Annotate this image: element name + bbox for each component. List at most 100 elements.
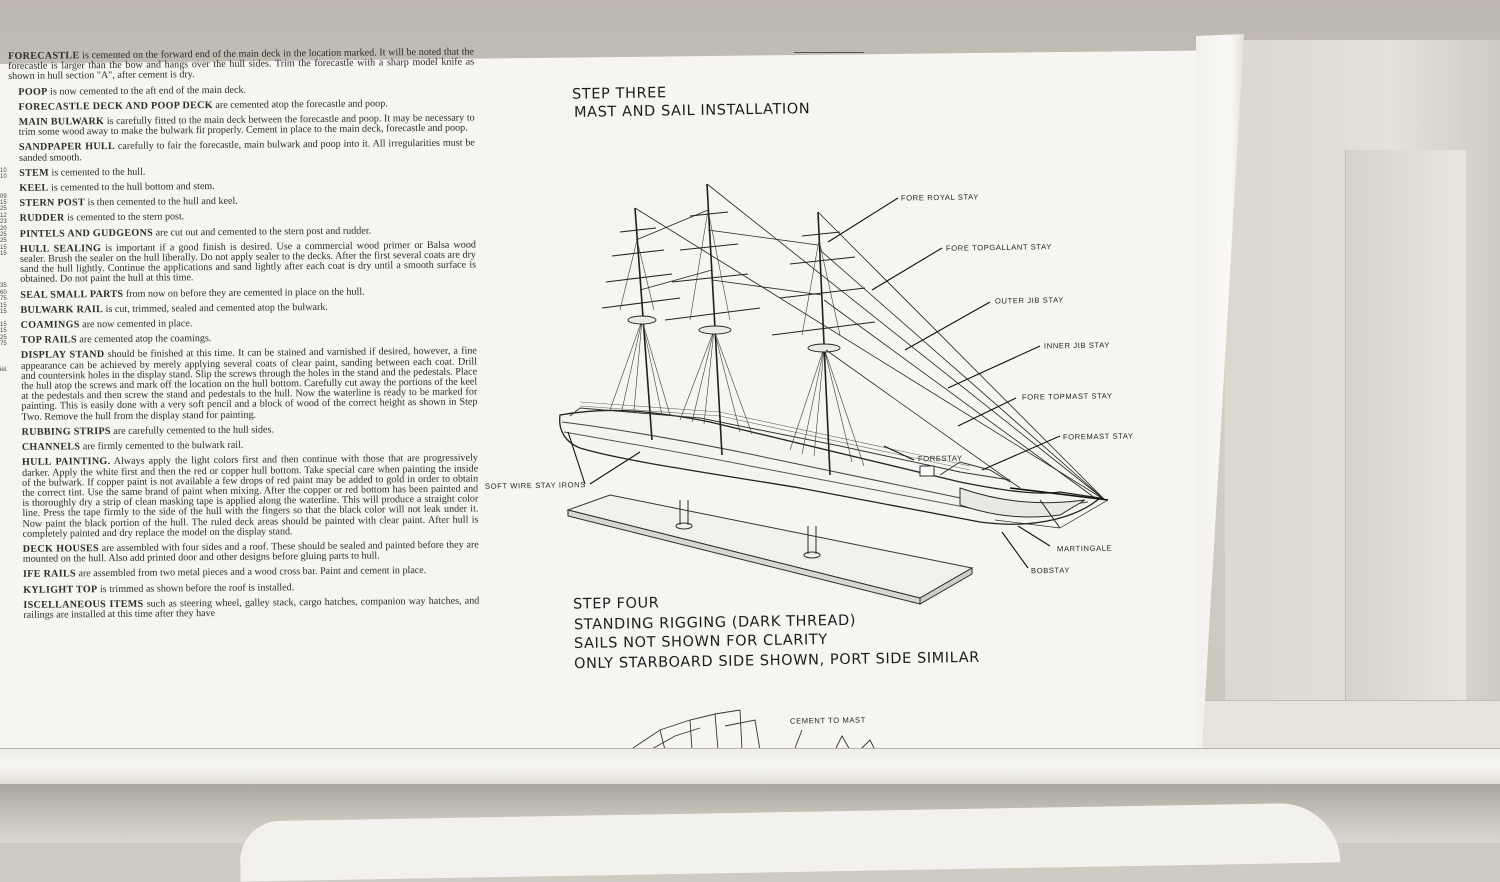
step-three-title: STEP THREE [571,85,667,103]
assembly-instructions-text: FORECASTLE is cemented on the forward en… [4,46,481,751]
instruction-text: are assembled from two metal pieces and … [75,565,427,580]
margin-number: 10 [0,168,7,174]
instruction-sheet [0,50,1198,750]
label-foremast-stay: FOREMAST STAY [1062,431,1134,442]
step-four-title: STEP FOUR [572,595,660,613]
instruction-text: is cut, trimmed, sealed and cemented ato… [103,301,328,315]
instruction-paragraph: HULL PAINTING. Always apply the light co… [8,452,479,540]
instruction-text: is cemented to the hull bottom and stem. [48,181,215,194]
instruction-term: FORECASTLE DECK AND POOP DECK [18,99,213,113]
instruction-text: is then cemented to the hull and keel. [84,195,238,209]
instruction-term: IFE RAILS [22,568,76,581]
margin-number: 15 [0,308,7,315]
label-inner-jib-stay: INNER JIB STAY [1043,340,1111,351]
instruction-text: is trimmed as shown before the roof is i… [97,581,295,595]
instruction-term: BULWARK RAIL [20,303,104,316]
sheet-top-mark [793,38,877,53]
instruction-text: are now cemented in place. [79,318,193,331]
instruction-paragraph: FORECASTLE DECK AND POOP DECK are cement… [4,98,474,113]
partial-rigging-diagram [629,709,876,751]
instruction-paragraph: BULWARK RAIL is cut, trimmed, sealed and… [6,301,476,316]
instruction-paragraph: STEM is cemented to the hull. [5,164,475,179]
instruction-paragraph: STERN POST is then cemented to the hull … [5,195,475,210]
instruction-paragraph: HULL SEALING is important if a good fini… [6,239,476,285]
instruction-paragraph: MAIN BULWARK is carefully fitted to the … [5,113,475,139]
instruction-paragraph: RUBBING STRIPS are carefully cemented to… [8,423,478,438]
instruction-term: POOP [18,86,48,98]
margin-number: 15 [0,328,7,335]
instruction-term: KEEL [19,182,49,194]
mast-tops [627,315,841,353]
instruction-term: RUBBING STRIPS [21,425,111,438]
yards [601,211,876,336]
margin-number: 35 [0,283,7,290]
label-bobstay: BOBSTAY [1030,565,1071,576]
box-corner [1200,700,1500,756]
margin-number: 15 [0,251,7,258]
label-cement-to-mast: CEMENT TO MAST [789,715,866,726]
instruction-text: is now cemented to the aft end of the ma… [47,84,247,98]
margin-number: 75 [0,296,7,303]
margin-number: 10 [0,174,7,181]
shrouds [609,209,865,467]
margin-number: 20 [0,225,7,232]
margin-number: 25 [0,232,7,239]
instruction-term: KYLIGHT TOP [23,583,98,596]
label-soft-wire-stay-irons: SOFT WIRE STAY IRONS [484,480,586,491]
instruction-text: is cemented to the stern post. [64,211,185,224]
instruction-term: SEAL SMALL PARTS [20,288,124,301]
instruction-paragraph: DECK HOUSES are assembled with four side… [9,539,479,565]
instruction-text: is cemented to the hull. [48,166,146,179]
label-outer-jib-stay: OUTER JIB STAY [994,295,1064,306]
label-martingale: MARTINGALE [1056,543,1113,554]
instruction-paragraph: TOP RAILS are cemented atop the coamings… [7,332,477,347]
instruction-term: RUDDER [19,212,65,225]
instruction-paragraph: KEEL is cemented to the hull bottom and … [5,180,475,195]
margin-number: 12 [0,212,7,219]
margin-number: 15 [0,302,7,309]
instruction-paragraph: FORECASTLE is cemented on the forward en… [4,46,474,82]
display-stand [566,494,974,605]
instruction-term: COAMINGS [20,319,80,331]
instruction-text: are cemented atop the forecastle and poo… [212,98,388,111]
margin-number: 25 [0,334,7,341]
instruction-text: are cut out and cemented to the stern po… [153,225,372,239]
instruction-paragraph: DISPLAY STAND should be finished at this… [7,346,478,423]
margin-number: 60 [0,289,7,296]
instruction-paragraph: IFE RAILS are assembled from two metal p… [9,565,479,581]
instruction-paragraph: SANDPAPER HULL carefully to fair the for… [5,138,475,164]
instruction-text: Always apply the light colors first and … [21,452,479,540]
instruction-text: are cemented atop the coamings. [76,333,212,346]
instruction-paragraph: ISCELLANEOUS ITEMS such as steering whee… [9,595,479,621]
label-leaders [567,197,1061,569]
margin-number: 25 [0,206,7,213]
label-fore-topgallant-stay: FORE TOPGALLANT STAY [945,242,1052,253]
margin-number: 15 [0,321,7,328]
instruction-text: are firmly cemented to the bulwark rail. [80,439,244,453]
instruction-paragraph: KYLIGHT TOP is trimmed as shown before t… [9,581,479,596]
margin-number: 75 [0,340,7,347]
instruction-paragraph: POOP is now cemented to the aft end of t… [4,83,474,98]
instruction-term: CHANNELS [21,441,81,453]
margin-number: 09 [0,193,7,200]
instruction-text: are carefully cemented to the hull sides… [110,424,275,437]
instruction-term: STERN POST [19,197,86,210]
margin-number: 25 [0,238,7,245]
instruction-text: from now on before they are cemented in … [123,286,365,300]
instruction-term: STEM [19,167,50,179]
box-inner-wall [1345,150,1466,750]
instruction-term: TOP RAILS [20,334,77,347]
instruction-term: PINTELS AND GUDGEONS [19,227,154,240]
stays [634,183,1106,501]
margin-number: 15 [0,200,7,207]
instruction-paragraph: SEAL SMALL PARTS from now on before they… [6,286,476,301]
label-forestay: FORESTAY [917,453,963,464]
instruction-paragraph: RUDDER is cemented to the stern post. [6,210,476,225]
margin-number: 15 [0,244,7,251]
label-fore-topmast-stay: FORE TOPMAST STAY [1021,391,1113,402]
instruction-paragraph: COAMINGS are now cemented in place. [7,317,477,332]
margin-number: 23 [0,219,7,226]
label-fore-royal-stay: FORE ROYAL STAY [900,192,979,203]
margin-number: iel. [0,366,8,373]
